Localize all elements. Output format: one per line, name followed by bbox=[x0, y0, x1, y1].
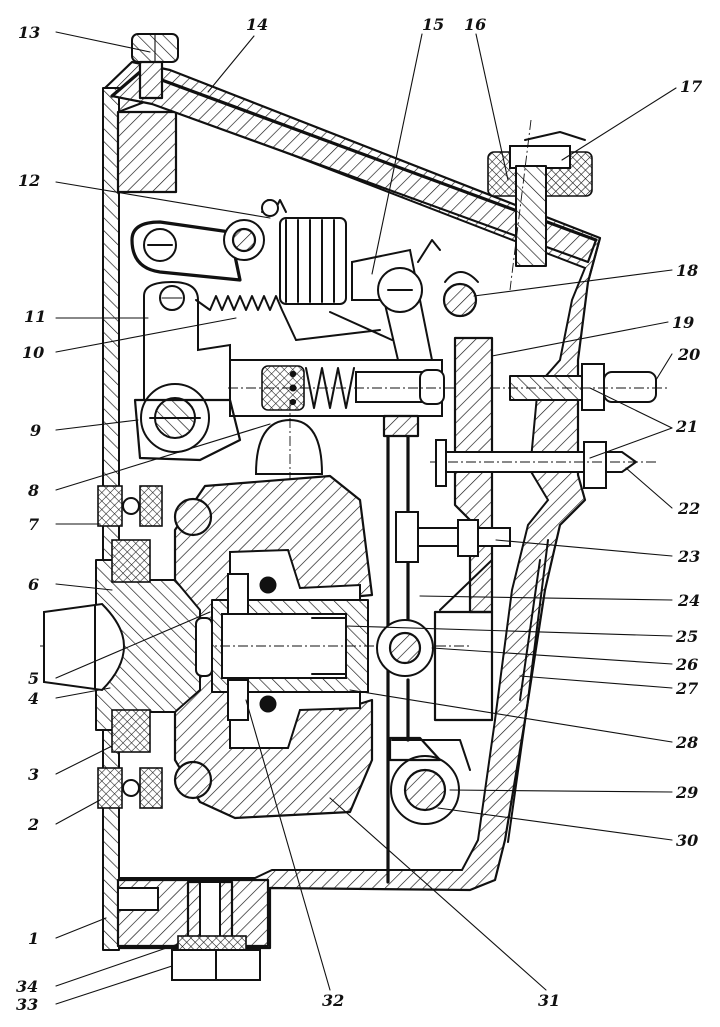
callout-26: 26 bbox=[675, 655, 698, 674]
right-linkage bbox=[376, 336, 668, 884]
drive-flange bbox=[43, 485, 213, 809]
rod-collar bbox=[382, 414, 420, 438]
callout-22: 22 bbox=[677, 499, 700, 518]
callout-labels: 13 14 15 16 17 12 18 11 19 10 20 9 21 8 … bbox=[16, 15, 702, 1014]
seal-6 bbox=[111, 539, 151, 583]
stop-screw-22-nut bbox=[583, 441, 607, 489]
stop-screw-20 bbox=[490, 363, 668, 411]
callout-15: 15 bbox=[422, 15, 444, 34]
callout-18: 18 bbox=[676, 261, 698, 280]
callout-5: 5 bbox=[28, 669, 39, 688]
adjusting-screw-stem bbox=[515, 165, 547, 267]
top-bolt-13 bbox=[131, 33, 179, 100]
top-bolt-shank bbox=[138, 60, 164, 100]
callout-33: 33 bbox=[16, 995, 38, 1014]
housing-top-left-boss bbox=[116, 110, 178, 194]
return-spring-10 bbox=[195, 295, 297, 341]
bottom-bolt bbox=[117, 887, 159, 911]
drive-shaft-nut bbox=[43, 602, 126, 692]
callout-32: 32 bbox=[322, 991, 344, 1010]
stop-screw-22-tip bbox=[605, 451, 638, 473]
lever-11 bbox=[143, 280, 231, 401]
lower-stud bbox=[173, 760, 213, 800]
callout-13: 13 bbox=[18, 23, 40, 42]
spring-assembly bbox=[133, 359, 470, 480]
callout-17: 17 bbox=[680, 77, 702, 96]
callout-1: 1 bbox=[28, 929, 39, 948]
upper-stud bbox=[173, 497, 213, 537]
drain-plug-33 bbox=[117, 880, 261, 981]
callout-24: 24 bbox=[677, 591, 700, 610]
callout-23: 23 bbox=[677, 547, 700, 566]
callout-3: 3 bbox=[28, 765, 39, 784]
upper-linkage bbox=[130, 199, 479, 401]
tension-spring-12 bbox=[261, 199, 347, 305]
bolt-23-head bbox=[395, 511, 419, 563]
callout-27: 27 bbox=[675, 679, 698, 698]
stop-screw-20-head bbox=[603, 371, 657, 403]
callout-2: 2 bbox=[27, 815, 39, 834]
callout-16: 16 bbox=[464, 15, 486, 34]
seal-3 bbox=[111, 709, 151, 753]
callout-14: 14 bbox=[246, 15, 268, 34]
callout-21: 21 bbox=[675, 417, 698, 436]
callout-28: 28 bbox=[675, 733, 698, 752]
callout-6: 6 bbox=[28, 575, 39, 594]
callout-9: 9 bbox=[30, 421, 41, 440]
callout-29: 29 bbox=[675, 783, 698, 802]
adjusting-screw-17 bbox=[487, 119, 593, 291]
callout-19: 19 bbox=[672, 313, 694, 332]
callout-34: 34 bbox=[16, 977, 38, 996]
stop-screw-22 bbox=[430, 439, 656, 489]
callout-31: 31 bbox=[538, 991, 560, 1010]
callout-12: 12 bbox=[18, 171, 40, 190]
callout-7: 7 bbox=[28, 515, 39, 534]
adjusting-screw-head bbox=[509, 145, 571, 169]
callout-20: 20 bbox=[677, 345, 700, 364]
bearing-2 bbox=[97, 767, 163, 809]
bearing-7 bbox=[97, 485, 163, 527]
callout-10: 10 bbox=[22, 343, 44, 362]
pin-18 bbox=[442, 282, 478, 318]
drain-plug-washer-34 bbox=[177, 935, 247, 951]
flyweight-carrier bbox=[40, 474, 470, 820]
callout-11: 11 bbox=[24, 307, 46, 326]
leader-lines bbox=[55, 31, 677, 1005]
stop-screw-20-nut bbox=[581, 363, 605, 411]
callout-25: 25 bbox=[675, 627, 698, 646]
callout-30: 30 bbox=[676, 831, 698, 850]
callout-4: 4 bbox=[28, 689, 39, 708]
callout-8: 8 bbox=[27, 481, 39, 500]
bolt-23 bbox=[395, 511, 511, 563]
